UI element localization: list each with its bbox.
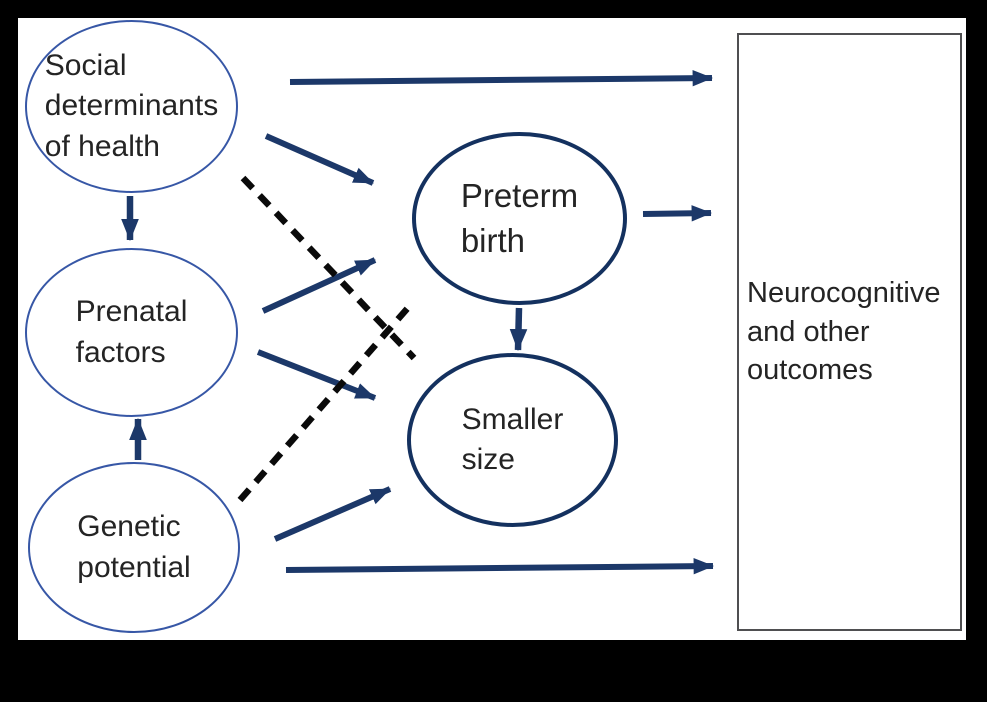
node-genetic-potential: Genetic potential xyxy=(28,462,240,633)
node-smaller-size-label: Smaller size xyxy=(461,402,564,476)
node-preterm-birth-label: Preterm birth xyxy=(460,177,579,259)
node-neurocognitive-outcomes: Neurocognitive and other outcomes xyxy=(737,33,962,631)
node-prenatal-factors-label: Prenatal factors xyxy=(75,295,188,369)
node-preterm-birth: Preterm birth xyxy=(412,132,627,305)
node-social-determinants-label: Social determinants of health xyxy=(44,49,219,163)
node-genetic-potential-label: Genetic potential xyxy=(77,510,191,584)
node-neurocognitive-outcomes-label: Neurocognitive and other outcomes xyxy=(747,276,941,387)
node-prenatal-factors: Prenatal factors xyxy=(25,248,238,417)
node-social-determinants: Social determinants of health xyxy=(25,20,238,193)
node-smaller-size: Smaller size xyxy=(407,353,618,527)
